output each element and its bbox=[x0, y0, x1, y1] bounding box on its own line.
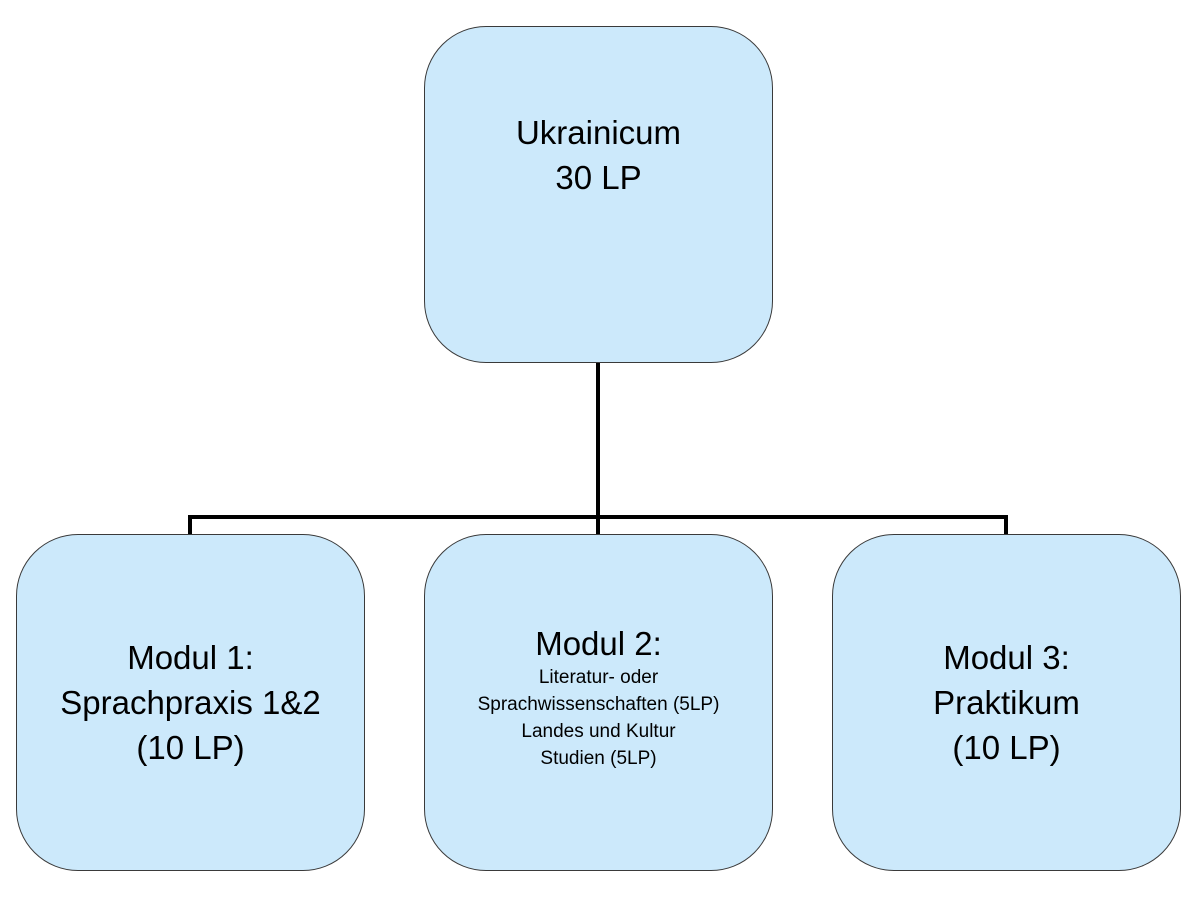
module-1-line-2: (10 LP) bbox=[136, 729, 245, 766]
root-title: Ukrainicum bbox=[515, 113, 682, 151]
module-3-title: Modul 3: bbox=[943, 639, 1070, 676]
root-credits: 30 LP bbox=[555, 158, 642, 196]
module-2-line-2: Sprachwissenschaften (5LP) bbox=[477, 693, 720, 715]
module-2-line-4: Studien (5LP) bbox=[540, 747, 657, 769]
module-2-line-3: Landes und Kultur bbox=[521, 720, 676, 742]
module-1-line-1: Sprachpraxis 1&2 bbox=[60, 684, 321, 721]
module-node-1: Modul 1: Sprachpraxis 1&2 (10 LP) bbox=[16, 534, 365, 871]
module-node-2: Modul 2: Literatur- oder Sprachwissensch… bbox=[424, 534, 773, 871]
module-2-line-1: Literatur- oder bbox=[538, 666, 659, 688]
module-2-title: Modul 2: bbox=[535, 624, 662, 662]
module-3-line-2: (10 LP) bbox=[952, 729, 1061, 766]
module-3-line-1: Praktikum bbox=[933, 684, 1080, 721]
module-1-title: Modul 1: bbox=[127, 639, 254, 676]
root-node-ukrainicum: Ukrainicum 30 LP bbox=[424, 26, 773, 363]
module-node-3: Modul 3: Praktikum (10 LP) bbox=[832, 534, 1181, 871]
